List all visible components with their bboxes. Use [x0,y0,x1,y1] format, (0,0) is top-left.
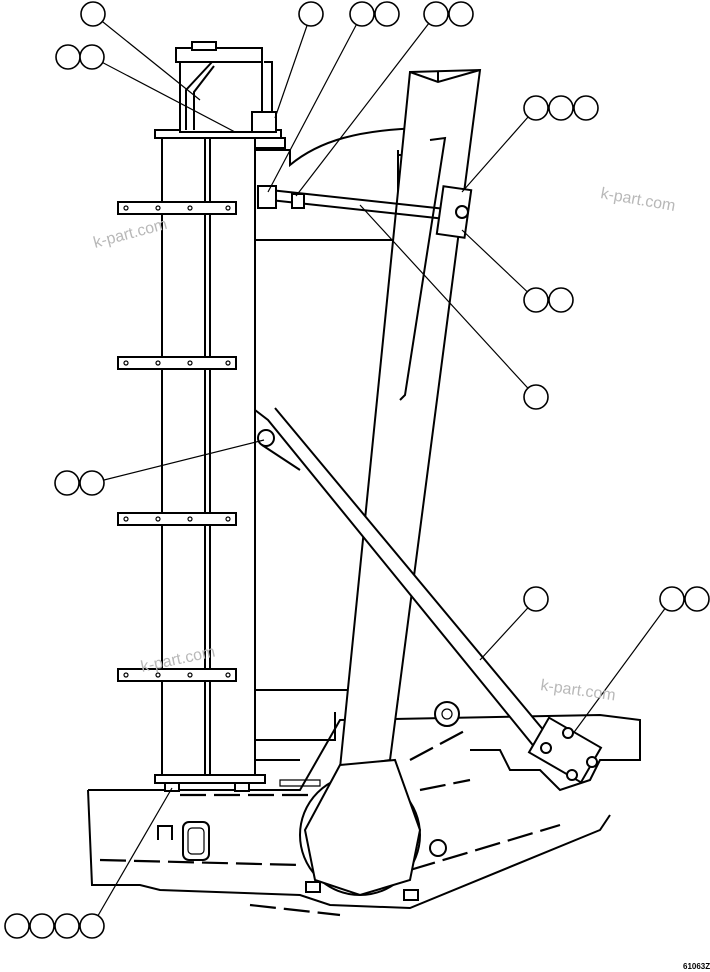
callout-bubble [548,95,574,121]
watermark-1: k-part.com [92,216,169,252]
callout-bubble [54,470,80,496]
callout-bubble [349,1,375,27]
frame-base [87,712,641,917]
brace-rods [254,185,603,784]
drawing-code: 61063Z [683,962,710,971]
watermark-4: k-part.com [539,677,616,704]
callout-bubble [684,586,710,612]
callout-bubble [80,1,106,27]
callout-bubble [55,44,81,70]
callout-bubble [423,1,449,27]
callout-bubble [79,470,105,496]
callout-bubble [573,95,599,121]
callout-bubble [659,586,685,612]
callout-bubble [374,1,400,27]
column-brackets [117,201,237,682]
top-tank [154,41,286,149]
callout-bubble [523,95,549,121]
inclined-boom [299,68,482,901]
callout-bubble [523,586,549,612]
callout-bubble [29,913,55,939]
callout-bubble [523,287,549,313]
callout-bubble [298,1,324,27]
callout-bubble [79,913,105,939]
callout-bubble [448,1,474,27]
callout-bubble [523,384,549,410]
radiator-column [117,136,266,792]
leader-lines [91,13,673,927]
callout-bubbles [4,1,710,939]
callout-bubble [4,913,30,939]
callout-bubble [79,44,105,70]
watermark-2: k-part.com [599,185,676,215]
callout-bubble [548,287,574,313]
callout-bubble [54,913,80,939]
